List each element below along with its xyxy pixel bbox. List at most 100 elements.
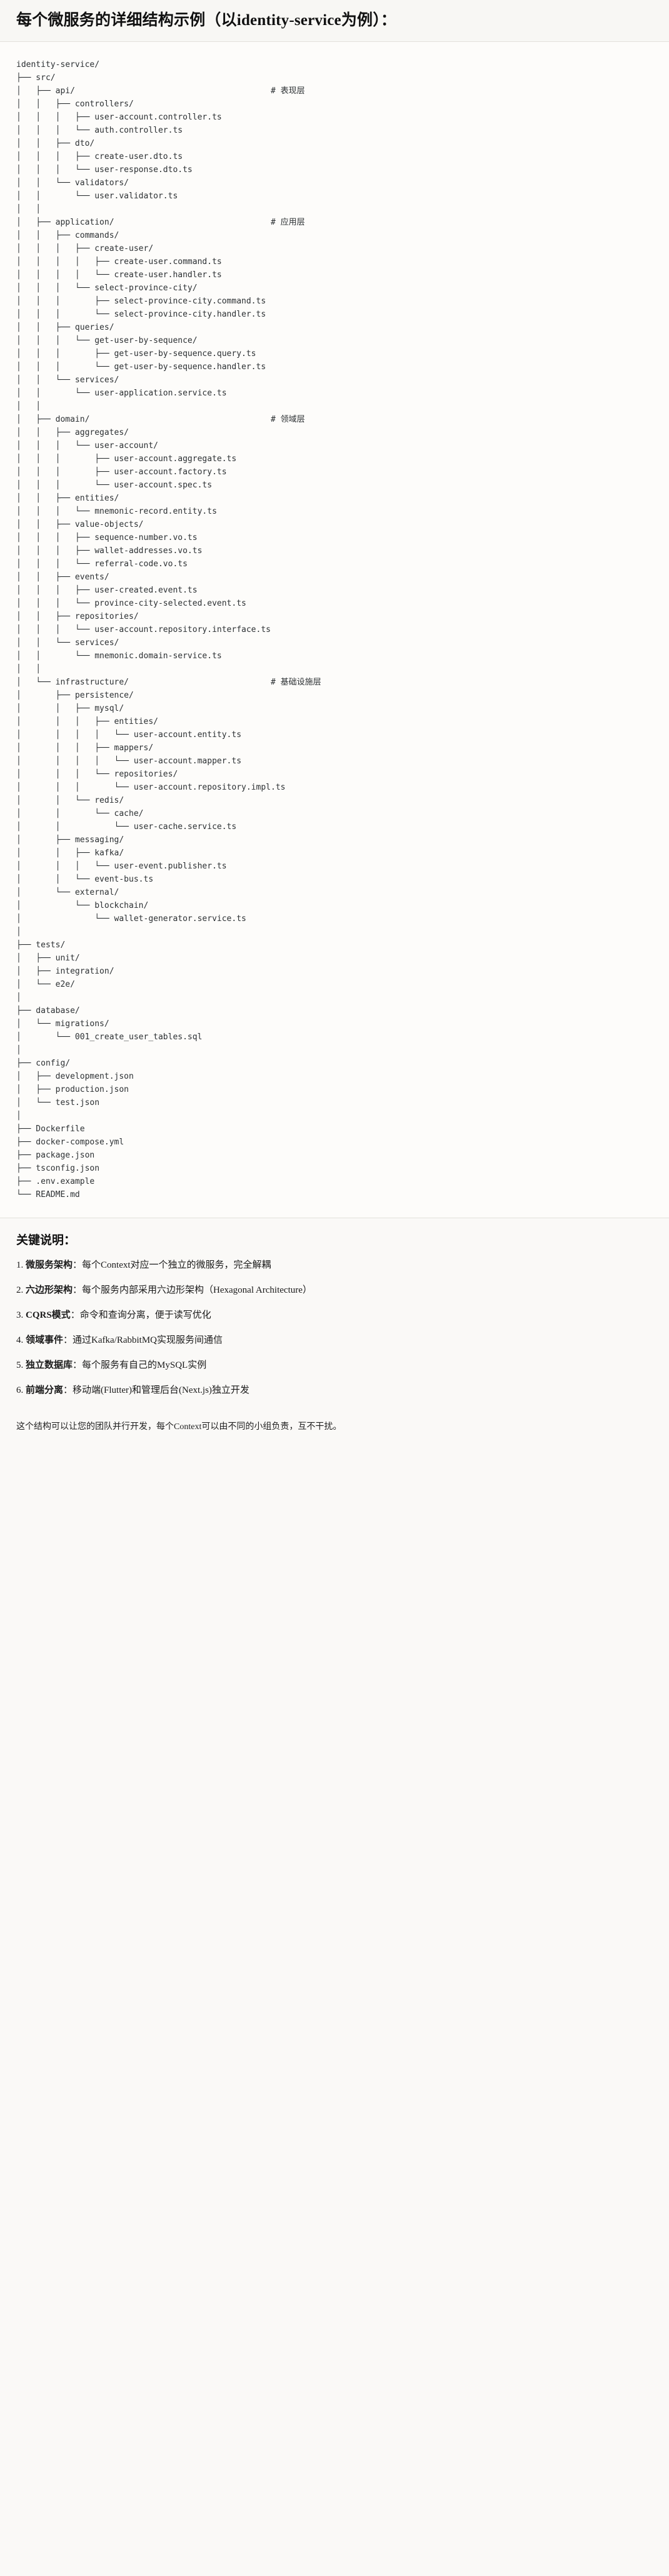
- tree-line: │ ├── messaging/: [16, 835, 124, 845]
- tree-node: │ ├── application/: [16, 217, 114, 227]
- key-note-separator: ：: [73, 1285, 83, 1295]
- key-note-text: 命令和查询分离，便于读写优化: [79, 1310, 211, 1320]
- tree-node: │ │ │ └── user-account.repository.interf…: [16, 624, 271, 634]
- tree-line: │ │ └── redis/: [16, 796, 124, 805]
- tree-node: │ │ ├── mysql/: [16, 703, 124, 713]
- tree-line: │ │ │ └── auth.controller.ts: [16, 126, 183, 135]
- tree-line: └── README.md: [16, 1190, 80, 1199]
- tree-node: │ │ │ └── mnemonic-record.entity.ts: [16, 506, 217, 516]
- tree-node: │ │ ├── commands/: [16, 230, 119, 240]
- tree-node: │ │ │ │ ├── create-user.command.ts: [16, 257, 222, 267]
- tree-line: │ ├── domain/ # 领域层: [16, 415, 305, 424]
- tree-line: │ │ ├── kafka/: [16, 848, 124, 858]
- tree-line: │ │ ├── repositories/: [16, 612, 139, 621]
- tree-node: │ │ │ ├── sequence-number.vo.ts: [16, 532, 198, 542]
- tree-node: │ │ ├── aggregates/: [16, 427, 129, 437]
- tree-line: │ │ │ ├── wallet-addresses.vo.ts: [16, 546, 202, 556]
- key-note-text: 每个Context对应一个独立的微服务，完全解耦: [82, 1260, 271, 1270]
- tree-node: ├── tsconfig.json: [16, 1163, 100, 1173]
- tree-line: │ └── external/: [16, 888, 119, 897]
- tree-node: │ │ │ ├── entities/: [16, 716, 158, 726]
- tree-line: │ │: [16, 664, 41, 674]
- tree-node: │ │ │ └── get-user-by-sequence.handler.t…: [16, 362, 266, 372]
- key-note-separator: ：: [63, 1385, 73, 1395]
- tree-node: │ └── external/: [16, 887, 119, 897]
- tree-line: ├── .env.example: [16, 1177, 94, 1186]
- key-note-item: 独立数据库：每个服务有自己的MySQL实例: [16, 1358, 653, 1373]
- tree-line: │ │ │ ├── create-user.dto.ts: [16, 152, 183, 161]
- tree-gap: [114, 218, 271, 227]
- tree-node: │ │ │ └── select-province-city.handler.t…: [16, 309, 266, 319]
- tree-node: │ ├── messaging/: [16, 835, 124, 845]
- key-note-text: 移动端(Flutter)和管理后台(Next.js)独立开发: [73, 1385, 249, 1395]
- tree-node: │ │ └── mnemonic.domain-service.ts: [16, 651, 222, 661]
- tree-node: │ │ │ │ └── user-account.entity.ts: [16, 730, 242, 740]
- tree-line: │ │ ├── events/: [16, 573, 109, 582]
- tree-line: │ │ │ └── mnemonic-record.entity.ts: [16, 507, 217, 516]
- key-note-label: CQRS模式: [26, 1310, 71, 1320]
- tree-line: │ │ │ ├── user-account.factory.ts: [16, 467, 227, 477]
- tree-line: │: [16, 993, 21, 1002]
- tree-node: ├── Dockerfile: [16, 1124, 85, 1134]
- key-note-separator: ：: [73, 1260, 83, 1270]
- tree-line: ├── Dockerfile: [16, 1124, 85, 1134]
- tree-line: │ │ │ └── user-event.publisher.ts: [16, 862, 227, 871]
- tree-node: │ ├── integration/: [16, 966, 114, 976]
- tree-node: │ │ │ └── user-account/: [16, 440, 158, 451]
- tree-line: identity-service/: [16, 60, 99, 69]
- key-note-text: 每个服务有自己的MySQL实例: [82, 1360, 207, 1370]
- tree-line: │ │ │ └── user-account.spec.ts: [16, 481, 212, 490]
- tree-node: │ │ └── services/: [16, 375, 119, 385]
- tree-node: │ │ ├── dto/: [16, 138, 95, 148]
- tree-line: │ │ ├── entities/: [16, 494, 119, 503]
- tree-node: │ │ │ └── province-city-selected.event.t…: [16, 598, 246, 608]
- tree-node: │ │: [16, 401, 41, 411]
- tree-line: │ │ │ └── user-account.repository.impl.t…: [16, 783, 285, 792]
- key-note-label: 微服务架构: [26, 1260, 73, 1270]
- tree-node: │ │ ├── events/: [16, 572, 109, 582]
- tree-gap: [75, 86, 271, 96]
- tree-node: │ │ │ └── user-event.publisher.ts: [16, 861, 227, 871]
- tree-comment: # 表现层: [271, 86, 305, 96]
- tree-line: │ └── 001_create_user_tables.sql: [16, 1032, 202, 1042]
- key-note-item: 领域事件：通过Kafka/RabbitMQ实现服务间通信: [16, 1333, 653, 1348]
- key-note-label: 独立数据库: [26, 1360, 73, 1370]
- tree-line: │ │ │ └── get-user-by-sequence/: [16, 336, 198, 345]
- tree-line: │ ├── unit/: [16, 954, 80, 963]
- key-note-separator: ：: [73, 1360, 83, 1370]
- tree-comment: # 领域层: [271, 414, 305, 424]
- tree-comment: # 基础设施层: [271, 677, 321, 687]
- tree-line: │ └── blockchain/: [16, 901, 148, 910]
- tree-node: │ └── blockchain/: [16, 900, 149, 910]
- tree-node: │ ├── persistence/: [16, 690, 134, 700]
- key-note-separator: ：: [63, 1335, 73, 1345]
- tree-line: │ │ └── cache/: [16, 809, 144, 818]
- tree-node: │ │ │ ├── create-user.dto.ts: [16, 151, 183, 161]
- document-page: 每个微服务的详细结构示例（以identity-service为例）： ident…: [0, 0, 669, 1448]
- tree-node: │ │ │ ├── create-user/: [16, 243, 154, 253]
- tree-node: │ │ └── redis/: [16, 795, 124, 805]
- tree-line: │ │ └── user-cache.service.ts: [16, 822, 236, 832]
- tree-node: │: [16, 1111, 21, 1121]
- tree-line: │ │ │ └── get-user-by-sequence.handler.t…: [16, 362, 266, 372]
- tree-node: │ ├── production.json: [16, 1084, 129, 1094]
- tree-node: │ │ │ └── select-province-city/: [16, 283, 198, 293]
- tree-line: │ │ └── event-bus.ts: [16, 875, 153, 884]
- tree-node: │ │ │ ├── user-account.controller.ts: [16, 112, 222, 122]
- tree-node: │ │ │ │ └── create-user.handler.ts: [16, 270, 222, 280]
- key-note-item: 前端分离：移动端(Flutter)和管理后台(Next.js)独立开发: [16, 1383, 653, 1398]
- tree-node: └── README.md: [16, 1189, 80, 1199]
- tree-line: │ │ │ └── referral-code.vo.ts: [16, 559, 188, 569]
- tree-line: ├── tsconfig.json: [16, 1164, 99, 1173]
- tree-node: ├── src/: [16, 73, 56, 83]
- key-notes-block: 关键说明： 微服务架构：每个Context对应一个独立的微服务，完全解耦六边形架…: [0, 1218, 669, 1417]
- tree-line: │ ├── production.json: [16, 1085, 129, 1094]
- tree-node: │ │ ├── kafka/: [16, 848, 124, 858]
- tree-node: │ │ │ │ └── user-account.mapper.ts: [16, 756, 242, 766]
- tree-node: │ │ ├── queries/: [16, 322, 114, 332]
- tree-line: │ │ │ ├── create-user/: [16, 244, 153, 253]
- key-note-text: 通过Kafka/RabbitMQ实现服务间通信: [73, 1335, 223, 1345]
- tree-line: │ │ └── user.validator.ts: [16, 191, 178, 201]
- tree-node: │ └── wallet-generator.service.ts: [16, 914, 246, 924]
- tree-line: │ │ │ │ ├── create-user.command.ts: [16, 257, 222, 267]
